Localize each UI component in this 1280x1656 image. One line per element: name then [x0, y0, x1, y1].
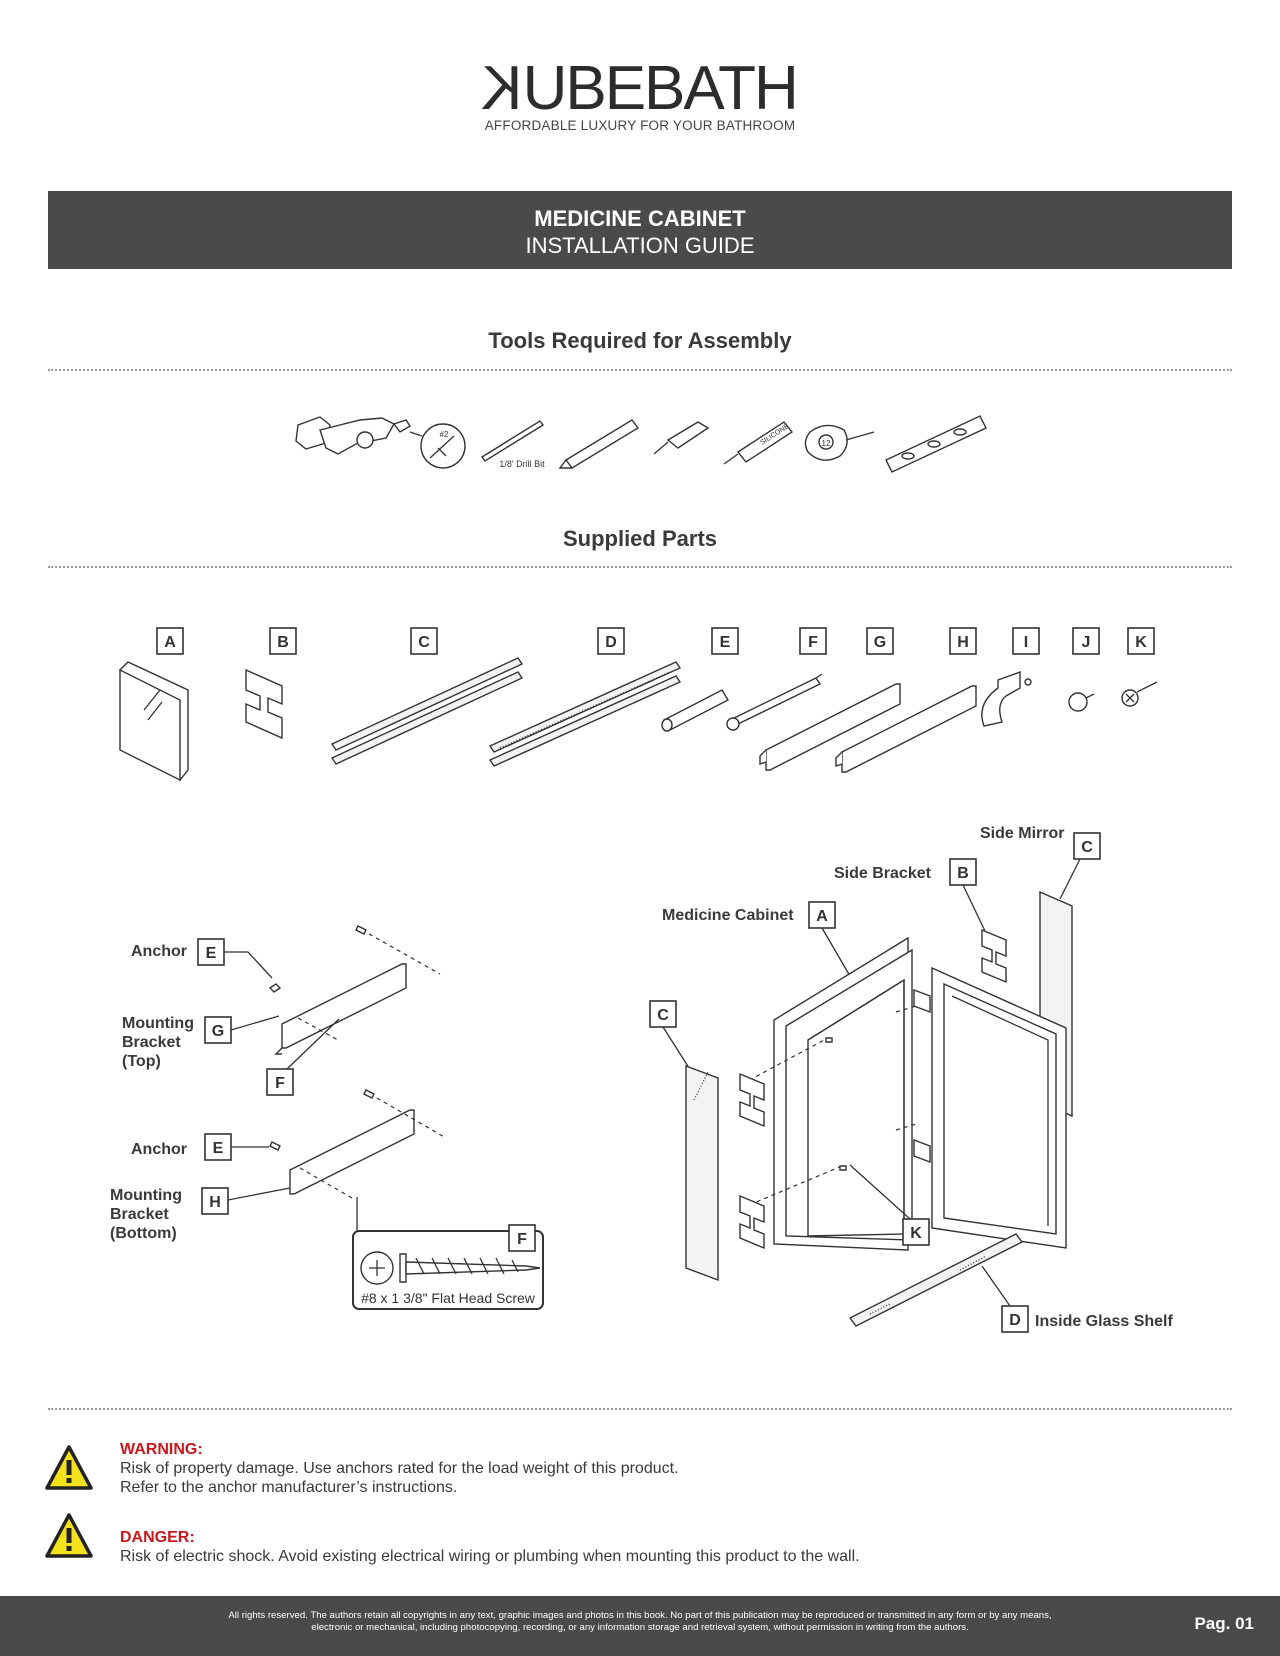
svg-text:(Top): (Top): [122, 1053, 161, 1070]
danger-notice: DANGER: Risk of electric shock. Avoid ex…: [120, 1529, 860, 1566]
logo-tagline: AFFORDABLE LUXURY FOR YOUR BATHROOM: [484, 118, 796, 133]
banner-subtitle: INSTALLATION GUIDE: [525, 233, 755, 258]
part-f-screw: [726, 673, 823, 731]
svg-text:K: K: [1135, 634, 1147, 651]
svg-text:Side Bracket: Side Bracket: [834, 865, 932, 882]
warning-line-2: Refer to the anchor manufacturer’s instr…: [120, 1479, 458, 1496]
part-d-glass-shelf: [488, 661, 682, 767]
svg-text:K: K: [910, 1225, 922, 1242]
phillips-bit-icon: #2: [409, 423, 466, 469]
svg-text:Medicine Cabinet: Medicine Cabinet: [662, 907, 794, 924]
svg-text:F: F: [517, 1231, 527, 1248]
brand-logo: KUBEBATH AFFORDABLE LUXURY FOR YOUR BATH…: [0, 54, 1280, 133]
page-number: Pag. 01: [1194, 1614, 1254, 1633]
svg-text:Side Mirror: Side Mirror: [980, 825, 1064, 842]
drill-icon: [295, 416, 411, 455]
svg-text:E: E: [206, 945, 217, 962]
svg-text:B: B: [277, 634, 289, 651]
svg-text:G: G: [874, 634, 886, 651]
part-e-anchor: [661, 689, 729, 732]
tools-heading: Tools Required for Assembly: [488, 328, 792, 353]
tape-measure-icon: 12: [804, 424, 875, 461]
part-i-hinge: [981, 671, 1032, 727]
part-g-bracket-top: [759, 683, 901, 771]
danger-title: DANGER:: [120, 1529, 195, 1546]
warning-notice: WARNING: Risk of property damage. Use an…: [120, 1441, 679, 1497]
svg-text:H: H: [209, 1194, 221, 1211]
parts-heading: Supplied Parts: [562, 526, 718, 551]
svg-text:I: I: [1024, 634, 1028, 651]
part-b-side-bracket: [245, 668, 283, 740]
svg-text:12: 12: [822, 439, 831, 448]
footer: All rights reserved. The authors retain …: [0, 1596, 1280, 1656]
warning-line-1: Risk of property damage. Use anchors rat…: [120, 1460, 679, 1477]
right-diagram: Side Mirror C Side Bracket B Medicine Ca…: [649, 825, 1174, 1333]
svg-text:Anchor: Anchor: [131, 943, 187, 960]
part-k-screw: [1121, 681, 1158, 707]
illustrations: #2 1/8' Drill Bit SILICONE 12 A B C D E …: [110, 415, 1174, 1333]
part-h-bracket-bottom: [835, 685, 977, 773]
svg-text:J: J: [1082, 634, 1091, 651]
svg-text:(Bottom): (Bottom): [110, 1225, 177, 1242]
silicone-icon: SILICONE: [723, 421, 794, 465]
svg-text:D: D: [605, 634, 617, 651]
level-icon: [885, 415, 987, 473]
part-a-cabinet: [119, 661, 189, 782]
svg-text:F: F: [275, 1075, 285, 1092]
svg-text:D: D: [1009, 1312, 1021, 1329]
pencil-icon: [558, 419, 640, 469]
svg-text:C: C: [418, 634, 430, 651]
svg-text:C: C: [1081, 839, 1093, 856]
svg-text:1/8' Drill Bit: 1/8' Drill Bit: [499, 459, 545, 469]
svg-text:#8 x 1 3/8" Flat Head Screw: #8 x 1 3/8" Flat Head Screw: [361, 1290, 536, 1306]
svg-text:H: H: [957, 634, 969, 651]
drill-bit-icon: 1/8' Drill Bit: [480, 420, 545, 469]
divider: [48, 566, 1232, 568]
svg-text:F: F: [808, 634, 818, 651]
title-banner: MEDICINE CABINET INSTALLATION GUIDE: [48, 191, 1232, 269]
divider: [48, 1408, 1232, 1410]
svg-text:A: A: [164, 634, 176, 651]
part-j-knob: [1068, 692, 1095, 712]
svg-text:Anchor: Anchor: [131, 1141, 187, 1158]
logo-wordmark: KUBEBATH: [483, 54, 799, 123]
part-letters: A B C D E F G H I J K: [156, 627, 1155, 655]
svg-text:Mounting: Mounting: [122, 1015, 194, 1032]
warning-icon: [44, 1443, 94, 1498]
svg-text:G: G: [212, 1023, 224, 1040]
danger-line-1: Risk of electric shock. Avoid existing e…: [120, 1548, 860, 1565]
svg-text:B: B: [957, 865, 969, 882]
svg-text:Bracket: Bracket: [110, 1206, 169, 1223]
svg-text:A: A: [816, 908, 828, 925]
warning-title: WARNING:: [120, 1441, 203, 1458]
copyright: All rights reserved. The authors retain …: [228, 1610, 1052, 1633]
svg-text:Bracket: Bracket: [122, 1034, 181, 1051]
svg-text:Inside Glass Shelf: Inside Glass Shelf: [1035, 1313, 1174, 1330]
svg-text:C: C: [657, 1007, 669, 1024]
divider: [48, 369, 1232, 371]
screwdriver-icon: [653, 421, 710, 455]
svg-text:Mounting: Mounting: [110, 1187, 182, 1204]
part-c-side-mirror: [330, 657, 524, 765]
danger-icon: [44, 1511, 94, 1566]
svg-text:E: E: [720, 634, 731, 651]
left-diagram: Anchor E Mounting Bracket (Top) G F Anch…: [110, 925, 544, 1310]
svg-text:E: E: [213, 1140, 224, 1157]
banner-title: MEDICINE CABINET: [534, 206, 746, 231]
svg-text:#2: #2: [440, 430, 449, 439]
